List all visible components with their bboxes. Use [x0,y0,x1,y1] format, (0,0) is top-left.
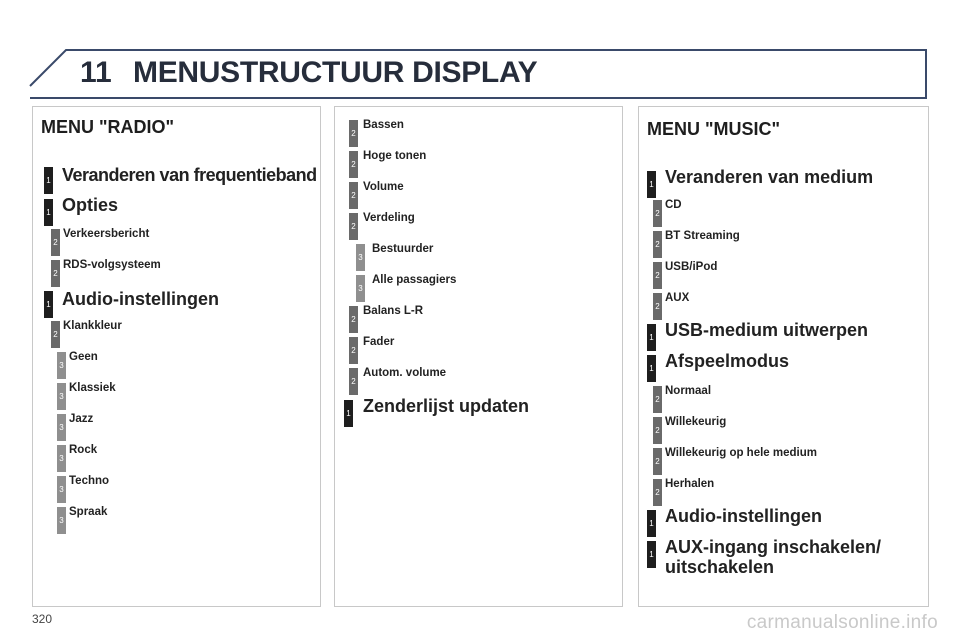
audio-item-label: Bestuurder [372,243,434,255]
music-item-label: AUX [665,292,690,304]
level-badge: 1 [647,355,656,382]
page-number: 320 [32,612,53,626]
level-badge: 2 [653,262,662,289]
level-badge: 3 [57,383,66,410]
level-badge: 2 [653,200,662,227]
radio-item-label: Opties [62,195,119,215]
music-item-label: Audio-instellingen [665,506,822,526]
level-badge: 2 [653,231,662,258]
level-badge: 2 [51,229,60,256]
level-badge: 2 [349,151,358,178]
audio-settings-panel: 2 Bassen 2 Hoge tonen 2 Volume 2 Verdeli… [334,106,623,607]
audio-item-label: Autom. volume [363,367,447,379]
radio-item-label: Spraak [69,506,108,518]
level-badge: 3 [57,476,66,503]
level-badge: 2 [653,417,662,444]
level-badge: 3 [356,275,365,302]
level-badge: 2 [653,448,662,475]
music-menu-panel: MENU "MUSIC" 1 Veranderen van medium 2 C… [638,106,929,607]
music-item-label: Herhalen [665,478,715,490]
radio-item-label: Jazz [69,413,94,425]
radio-item-label: Techno [69,475,110,487]
music-item-label: BT Streaming [665,230,740,242]
level-badge: 2 [349,368,358,395]
level-badge: 1 [44,291,53,318]
page-title: MENUSTRUCTUUR DISPLAY [133,56,538,89]
music-item-label: AUX-ingang inschakelen/ [665,537,882,557]
audio-item-label: Verdeling [363,212,415,224]
watermark: carmanualsonline.info [746,612,938,633]
level-badge: 3 [57,445,66,472]
music-item-label-continuation: uitschakelen [665,557,775,577]
level-badge: 3 [57,507,66,534]
level-badge: 2 [349,120,358,147]
level-badge: 1 [44,167,53,194]
audio-item-label: Bassen [363,119,404,131]
level-badge: 2 [653,293,662,320]
music-item-label: Willekeurig [665,416,727,428]
header-frame [28,46,928,100]
radio-item-label: Verkeersbericht [63,228,150,240]
music-item-label: Willekeurig op hele medium [665,447,817,459]
music-item-label: Afspeelmodus [665,351,790,371]
music-item-label: USB/iPod [665,261,718,273]
level-badge: 1 [647,541,656,568]
music-item-label: CD [665,199,682,211]
audio-item-label: Hoge tonen [363,150,427,162]
radio-item-label: Audio-instellingen [62,289,219,309]
radio-item-label: Klassiek [69,382,116,394]
level-badge: 2 [349,306,358,333]
level-badge: 2 [349,337,358,364]
audio-item-label: Alle passagiers [372,274,457,286]
level-badge: 2 [653,479,662,506]
audio-item-label: Fader [363,336,395,348]
level-badge: 1 [647,510,656,537]
radio-item-label: Klankkleur [63,320,122,332]
level-badge: 3 [57,414,66,441]
level-badge: 1 [44,199,53,226]
music-item-label: Veranderen van medium [665,167,874,187]
level-badge: 1 [647,324,656,351]
chapter-number: 11 [80,56,112,89]
radio-menu-title: MENU "RADIO" [41,117,175,137]
level-badge: 2 [51,260,60,287]
audio-item-label: Balans L-R [363,305,424,317]
radio-menu-panel: MENU "RADIO" 1 Veranderen van frequentie… [32,106,321,607]
level-badge: 2 [653,386,662,413]
level-badge: 1 [647,171,656,198]
level-badge: 3 [57,352,66,379]
music-item-label: Normaal [665,385,712,397]
level-badge: 3 [356,244,365,271]
audio-item-label: Zenderlijst updaten [363,396,530,416]
music-item-label: USB-medium uitwerpen [665,320,869,340]
radio-item-label: Geen [69,351,98,363]
audio-item-label: Volume [363,181,404,193]
music-menu-title: MENU "MUSIC" [647,119,781,139]
radio-item-label: Veranderen van frequentieband [62,165,317,185]
radio-item-label: Rock [69,444,98,456]
radio-item-label: RDS-volgsysteem [63,259,161,271]
level-badge: 2 [349,182,358,209]
level-badge: 2 [349,213,358,240]
level-badge: 1 [344,400,353,427]
level-badge: 2 [51,321,60,348]
